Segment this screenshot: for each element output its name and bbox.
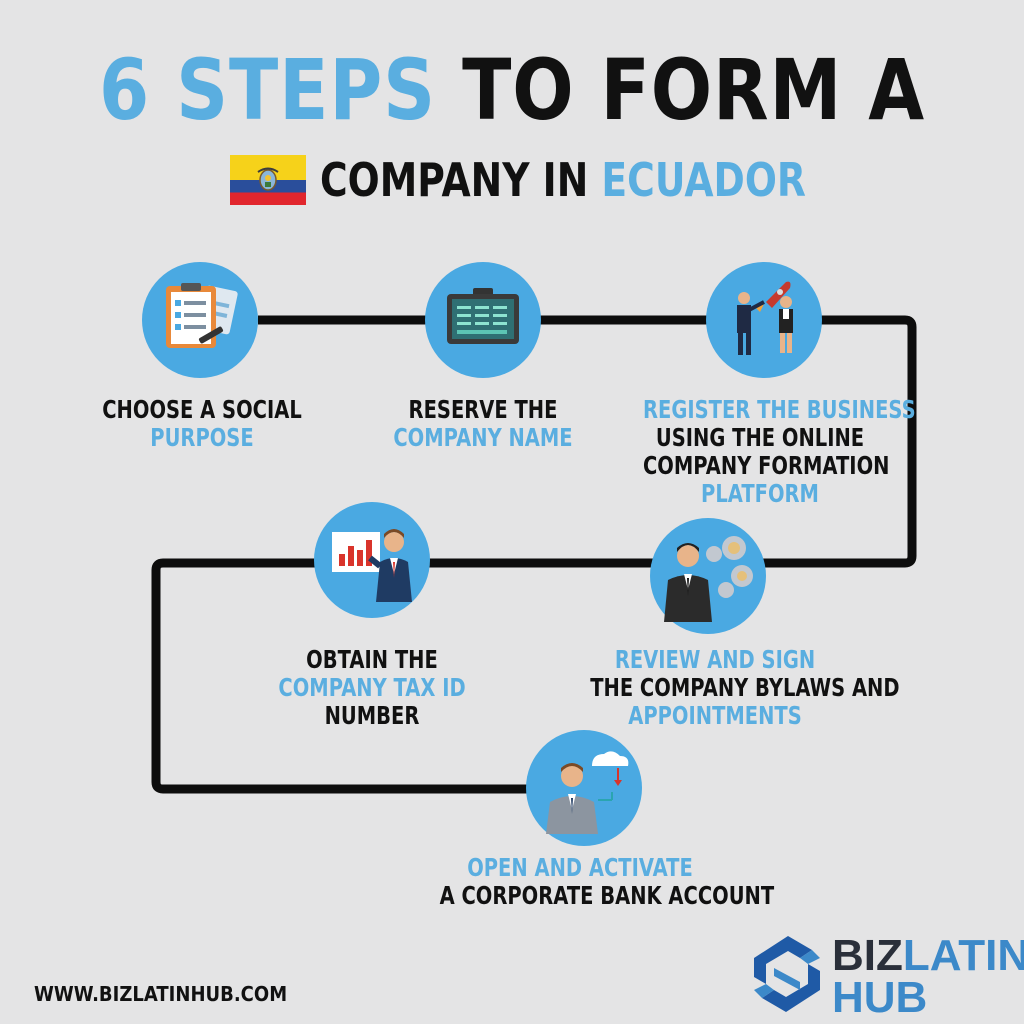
step-1-line-1: CHOOSE A SOCIAL — [102, 395, 302, 424]
step-4-line-3: NUMBER — [324, 701, 420, 730]
ecuador-flag-icon — [230, 155, 306, 205]
page-title: 6 STEPS TO FORM A — [72, 40, 953, 140]
step-3-label: REGISTER THE BUSINESS USING THE ONLINE C… — [643, 395, 916, 508]
step-5-line-3: APPOINTMENTS — [628, 701, 802, 730]
step-3-line-2: USING THE ONLINE — [655, 423, 865, 452]
briefcase-monitor-icon — [447, 288, 519, 344]
title-number: 6 STEPS — [98, 41, 437, 139]
bizlatinhub-logo: BIZLATIN HUB — [750, 930, 1024, 1022]
bizlatinhub-logo-mark-icon — [754, 936, 820, 1012]
businessman-gears-icon — [664, 536, 753, 622]
step-5-label: REVIEW AND SIGN THE COMPANY BYLAWS AND A… — [590, 645, 900, 730]
website-url[interactable]: WWW.BIZLATINHUB.COM — [34, 982, 288, 1006]
step-3-circle — [706, 262, 822, 378]
step-4-line-2: COMPANY TAX ID — [278, 673, 466, 702]
step-2-line-1: RESERVE THE — [408, 395, 558, 424]
step-2-label: RESERVE THE COMPANY NAME — [379, 396, 586, 452]
step-3-line-4: PLATFORM — [701, 479, 819, 508]
step-5-line-2: THE COMPANY BYLAWS AND — [590, 673, 900, 702]
step-5-circle — [650, 518, 766, 634]
step-6-circle — [526, 730, 642, 846]
step-6-line-1: OPEN AND ACTIVATE — [467, 853, 693, 882]
step-2-circle — [425, 262, 541, 378]
logo-biz: BIZ — [832, 931, 903, 980]
clipboard-checklist-icon — [166, 283, 238, 348]
step-1-line-2: PURPOSE — [150, 423, 254, 452]
presenter-chart-icon — [332, 529, 412, 602]
step-4-line-1: OBTAIN THE — [306, 645, 438, 674]
step-1-circle — [142, 262, 258, 378]
step-4-label: OBTAIN THE COMPANY TAX ID NUMBER — [278, 646, 465, 730]
title-rest: TO FORM A — [462, 41, 925, 139]
logo-hub: HUB — [832, 973, 928, 1022]
subtitle-prefix: COMPANY IN — [320, 153, 589, 207]
logo-latin: LATIN — [902, 931, 1024, 980]
business-people-rocket-icon — [737, 281, 793, 355]
businessman-cloud-transfer-icon — [546, 751, 629, 834]
step-6-line-2: A CORPORATE BANK ACCOUNT — [439, 881, 775, 910]
step-6-label: OPEN AND ACTIVATE A CORPORATE BANK ACCOU… — [439, 853, 775, 910]
step-3-line-1: REGISTER THE BUSINESS — [643, 395, 916, 424]
subtitle-country: ECUADOR — [601, 153, 806, 207]
step-3-line-3: COMPANY FORMATION — [643, 451, 890, 480]
step-2-line-2: COMPANY NAME — [393, 423, 573, 452]
step-1-label: CHOOSE A SOCIAL PURPOSE — [101, 396, 304, 452]
step-5-line-1: REVIEW AND SIGN — [614, 645, 816, 674]
page-subtitle: COMPANY IN ECUADOR — [230, 150, 913, 210]
step-4-circle — [314, 502, 430, 618]
